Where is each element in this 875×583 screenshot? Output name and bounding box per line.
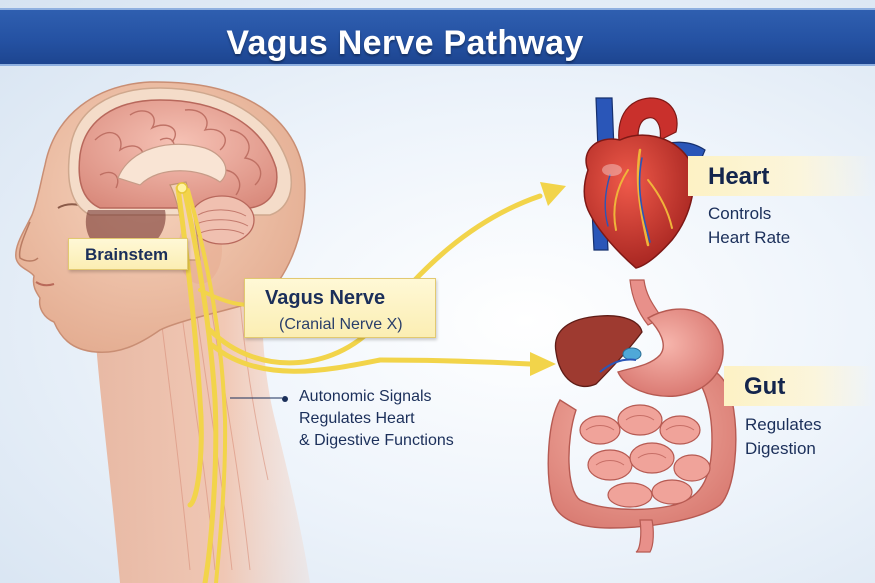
nerve-trunk-third <box>186 188 228 583</box>
gut-desc-line-1: Regulates <box>745 415 822 434</box>
signals-line-3: & Digestive Functions <box>299 432 454 449</box>
signals-line-1: Autonomic Signals <box>299 388 432 405</box>
heart-description: Controls Heart Rate <box>708 202 828 250</box>
arrow-to-heart <box>540 182 566 206</box>
signals-line-2: Regulates Heart <box>299 410 415 427</box>
title-bar: Vagus Nerve Pathway <box>0 8 875 66</box>
gastric-vessel <box>599 358 637 373</box>
page-title: Vagus Nerve Pathway <box>226 24 584 62</box>
lips <box>35 281 55 287</box>
heart-highlight <box>602 164 622 176</box>
intestine-folds <box>585 415 695 466</box>
gut-illustration <box>547 279 737 553</box>
gallbladder <box>622 347 642 361</box>
cerebellum-folds <box>195 209 249 235</box>
vagus-nerve-title: Vagus Nerve <box>265 287 386 309</box>
nerve-trunk-left <box>175 185 204 508</box>
heart-label: Heart <box>688 156 875 196</box>
small-intestine <box>579 404 711 508</box>
rectum <box>635 519 654 553</box>
nerve-trunk-right <box>181 185 219 583</box>
arrow-to-gut <box>530 352 556 376</box>
stomach <box>617 308 724 397</box>
heart-desc-line-1: Controls <box>708 204 772 223</box>
signal-bullet-dot <box>282 396 288 402</box>
gut-label: Gut <box>724 366 875 406</box>
nasal-cavity <box>85 210 166 245</box>
gut-description: Regulates Digestion <box>745 413 855 461</box>
large-intestine <box>547 364 737 529</box>
gut-desc-line-2: Digestion <box>745 439 816 458</box>
neck-muscles <box>159 299 269 571</box>
nerve-branch-to-gut <box>209 342 533 374</box>
liver <box>554 315 643 388</box>
coronary-vessels <box>604 148 673 247</box>
heart-illustration <box>583 97 706 269</box>
autonomic-signals-text: Autonomic Signals Regulates Heart & Dige… <box>299 386 499 452</box>
nose <box>18 221 39 262</box>
corpus-callosum <box>117 143 227 186</box>
heart-desc-line-2: Heart Rate <box>708 228 791 247</box>
brainstem-label: Brainstem <box>68 238 188 270</box>
vagus-nerve-label: Vagus Nerve (Cranial Nerve X) <box>244 278 436 338</box>
cranial-nerve-subtitle: (Cranial Nerve X) <box>279 316 403 333</box>
brainstem-node <box>176 182 188 194</box>
